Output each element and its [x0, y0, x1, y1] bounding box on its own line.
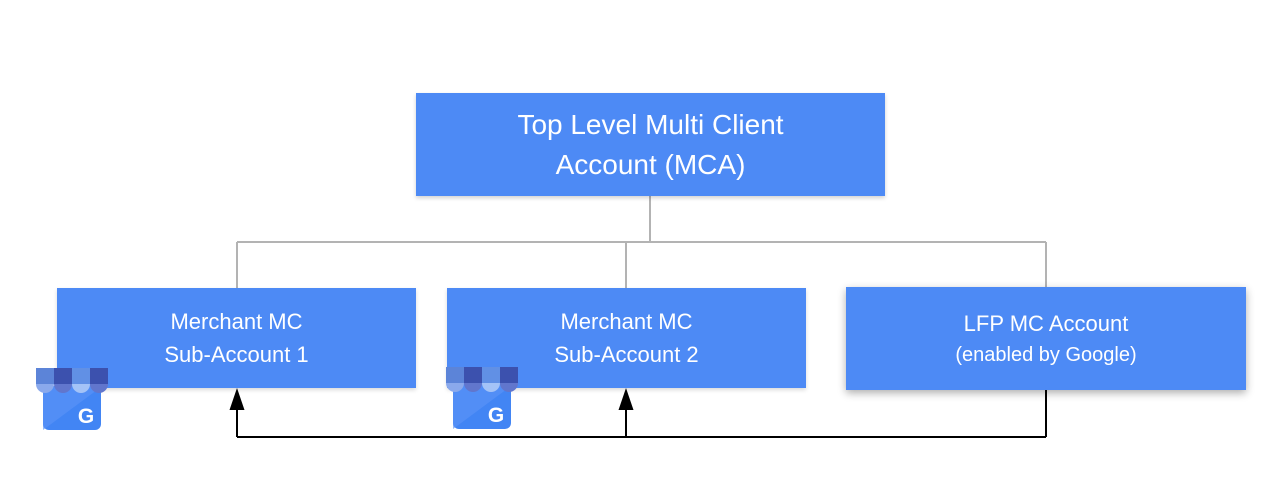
google-g-letter: G	[78, 405, 94, 428]
storefront-awning	[36, 368, 108, 393]
storefront-awning	[446, 367, 518, 392]
node-merchant-sub-account-1: Merchant MC Sub-Account 1	[57, 288, 416, 388]
node-top-level-mca-line2: Account (MCA)	[555, 148, 746, 180]
arrowhead-sub-account-1	[229, 388, 245, 410]
node-lfp-mc-account-line2: (enabled by Google)	[955, 344, 1137, 366]
node-merchant-sub-account-2-line1: Merchant MC	[560, 309, 693, 334]
google-business-profile-icon: G	[446, 367, 518, 429]
node-merchant-sub-account-1-line2: Sub-Account 1	[164, 342, 309, 367]
node-top-level-mca-line1: Top Level Multi Client	[517, 108, 784, 140]
arrowhead-sub-account-2	[618, 388, 634, 410]
node-lfp-mc-account: LFP MC Account (enabled by Google)	[846, 287, 1246, 390]
storefront-body	[43, 386, 101, 430]
storefront-body	[453, 385, 511, 429]
node-merchant-sub-account-2-line2: Sub-Account 2	[554, 342, 699, 367]
google-g-letter: G	[488, 404, 504, 427]
node-merchant-sub-account-1-line1: Merchant MC	[170, 309, 303, 334]
node-top-level-mca: Top Level Multi Client Account (MCA)	[416, 93, 885, 196]
google-business-profile-icon: G	[36, 368, 108, 430]
node-lfp-mc-account-line1: LFP MC Account	[963, 311, 1129, 336]
